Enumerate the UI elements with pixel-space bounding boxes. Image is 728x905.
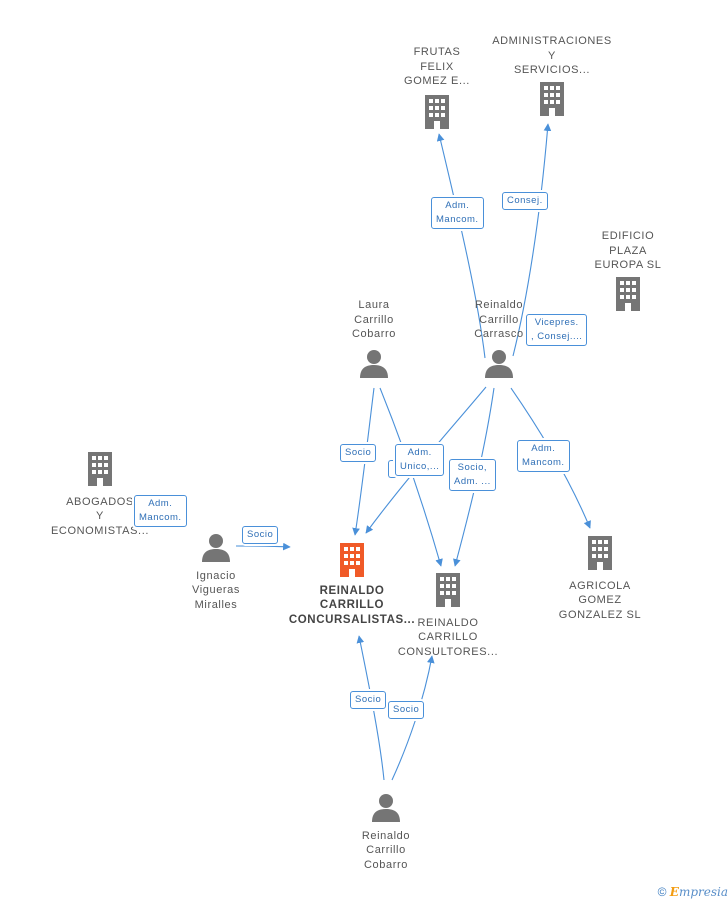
node-label: Y <box>96 510 104 522</box>
edge-label-adm-mancom-frutas[interactable]: Adm. Mancom. <box>431 197 484 229</box>
building-icon <box>340 543 364 577</box>
company-node-agricola-gomez-gonzalez[interactable]: AGRICOLA GOMEZ GONZALEZ SL <box>550 536 650 622</box>
person-node-laura-carrillo-cobarro[interactable]: Laura Carrillo Cobarro <box>334 298 414 382</box>
edge-label-consej[interactable]: Consej. <box>502 192 548 210</box>
edge-label-line: Adm. <box>445 200 470 211</box>
node-label: EDIFICIO <box>601 230 655 242</box>
edge-label-socio-adm[interactable]: Socio, Adm. ... <box>449 459 496 491</box>
person-icon <box>372 794 400 822</box>
company-node-edificio-plaza-europa[interactable]: EDIFICIO PLAZA EUROPA SL <box>585 229 671 315</box>
building-icon <box>588 536 612 570</box>
node-label: ADMINISTRACIONES <box>492 35 612 47</box>
edge-adm-mancom-frutas <box>436 133 486 359</box>
node-label: Reinaldo <box>361 829 411 842</box>
edge-label-adm-mancom-abogados[interactable]: Adm. Mancom. <box>134 495 187 527</box>
node-label: ABOGADOS <box>66 495 134 508</box>
building-icon <box>616 276 640 311</box>
edge-laura-consultores <box>379 387 443 567</box>
node-label: GOMEZ <box>578 594 622 606</box>
node-label: CARRILLO <box>319 599 385 611</box>
company-node-frutas-felix[interactable]: FRUTAS FELIX GOMEZ E... <box>389 45 485 133</box>
edge-label-line: Socio <box>393 704 420 715</box>
node-label: Laura <box>358 299 390 311</box>
edge-label-line: Adm. ... <box>454 476 491 487</box>
edge-label-line: Mancom. <box>139 512 182 523</box>
brand-name: mpresia <box>678 885 728 899</box>
node-label: REINALDO <box>319 584 385 597</box>
edge-label-hidden-behind <box>388 460 397 478</box>
company-node-abogados-economistas[interactable]: ABOGADOS Y ECONOMISTAS... <box>45 452 155 538</box>
company-node-administraciones[interactable]: ADMINISTRACIONES Y SERVICIOS... <box>492 34 612 120</box>
edge-label-line: Adm. <box>531 443 556 454</box>
edge-consej-admin <box>512 123 552 357</box>
node-label: CONCURSALISTAS... <box>288 613 416 626</box>
edge-label-line: Vicepres. <box>534 317 579 328</box>
node-label: GOMEZ E... <box>404 75 470 87</box>
node-label: PLAZA <box>609 244 647 257</box>
edge-label-line: Mancom. <box>436 214 479 225</box>
node-label: Carrillo <box>366 844 406 856</box>
edge-label-line: Socio <box>345 447 372 458</box>
building-icon <box>88 452 112 486</box>
edge-label-socio-cobarro-2[interactable]: Socio <box>388 701 425 719</box>
edge-socio-ignacio <box>235 542 291 551</box>
company-node-reinaldo-carrillo-concursalistas[interactable]: REINALDO CARRILLO CONCURSALISTAS... <box>286 543 418 627</box>
edge-socio-cobarro-2 <box>391 655 435 781</box>
edge-label-adm-unico[interactable]: Adm. Unico,... <box>395 444 445 476</box>
copyright-symbol: © <box>657 885 667 899</box>
node-label: SERVICIOS... <box>513 64 591 76</box>
edge-label-line: Socio <box>355 694 382 705</box>
node-label: Ignacio <box>196 569 236 582</box>
node-label: EUROPA SL <box>594 259 662 271</box>
company-node-reinaldo-carrillo-consultores[interactable]: REINALDO CARRILLO CONSULTORES... <box>393 573 503 659</box>
person-icon <box>485 349 513 378</box>
node-label: AGRICOLA <box>569 579 631 592</box>
node-label: REINALDO <box>417 616 479 629</box>
edge-label-line: , Consej.... <box>531 331 583 342</box>
edge-label-adm-mancom-agricola[interactable]: Adm. Mancom. <box>517 440 570 472</box>
node-label: Carrasco <box>474 328 524 340</box>
person-icon <box>360 349 388 378</box>
edge-label-socio-ignacio[interactable]: Socio <box>242 526 279 544</box>
building-icon <box>540 81 564 116</box>
node-label: FELIX <box>420 60 454 73</box>
node-label: Carrillo <box>354 313 394 326</box>
node-label: CARRILLO <box>418 631 478 643</box>
node-label: Cobarro <box>364 858 408 871</box>
node-label: Miralles <box>194 598 238 611</box>
person-node-reinaldo-carrillo-cobarro[interactable]: Reinaldo Carrillo Cobarro <box>346 792 426 872</box>
edge-label-line: Unico,... <box>400 461 440 472</box>
node-label: ECONOMISTAS... <box>50 524 150 537</box>
person-node-ignacio-vigueras-miralles[interactable]: Ignacio Vigueras Miralles <box>176 532 256 612</box>
edge-label-line: Socio, <box>457 462 488 473</box>
edge-label-socio-cobarro-1[interactable]: Socio <box>350 691 387 709</box>
edge-label-vicepres-consej[interactable]: Vicepres. , Consej.... <box>526 314 588 346</box>
building-icon <box>425 94 449 129</box>
empresia-brand[interactable]: © Empresia <box>658 885 728 899</box>
brand-initial: E <box>669 885 679 899</box>
node-label: Y <box>548 49 556 62</box>
edge-label-line: Adm. <box>148 498 173 509</box>
node-label: Reinaldo <box>474 299 524 311</box>
node-label: GONZALEZ SL <box>558 608 642 621</box>
edge-label-socio-laura[interactable]: Socio <box>340 444 377 462</box>
edge-label-line: Adm. <box>407 447 432 458</box>
node-label: Vigueras <box>191 584 241 596</box>
building-icon <box>436 573 460 607</box>
edge-label-line: Consej. <box>507 195 543 206</box>
person-icon <box>202 534 230 562</box>
edge-label-line: Socio <box>247 529 274 540</box>
node-label: FRUTAS <box>413 46 461 58</box>
edge-label-line: Mancom. <box>522 457 565 468</box>
edge-socio-cobarro-1 <box>356 635 385 781</box>
node-label: Carrillo <box>479 313 519 326</box>
person-node-reinaldo-carrillo-carrasco[interactable]: Reinaldo Carrillo Carrasco <box>459 298 539 382</box>
node-label: Cobarro <box>352 328 396 340</box>
node-label: CONSULTORES... <box>397 645 499 658</box>
